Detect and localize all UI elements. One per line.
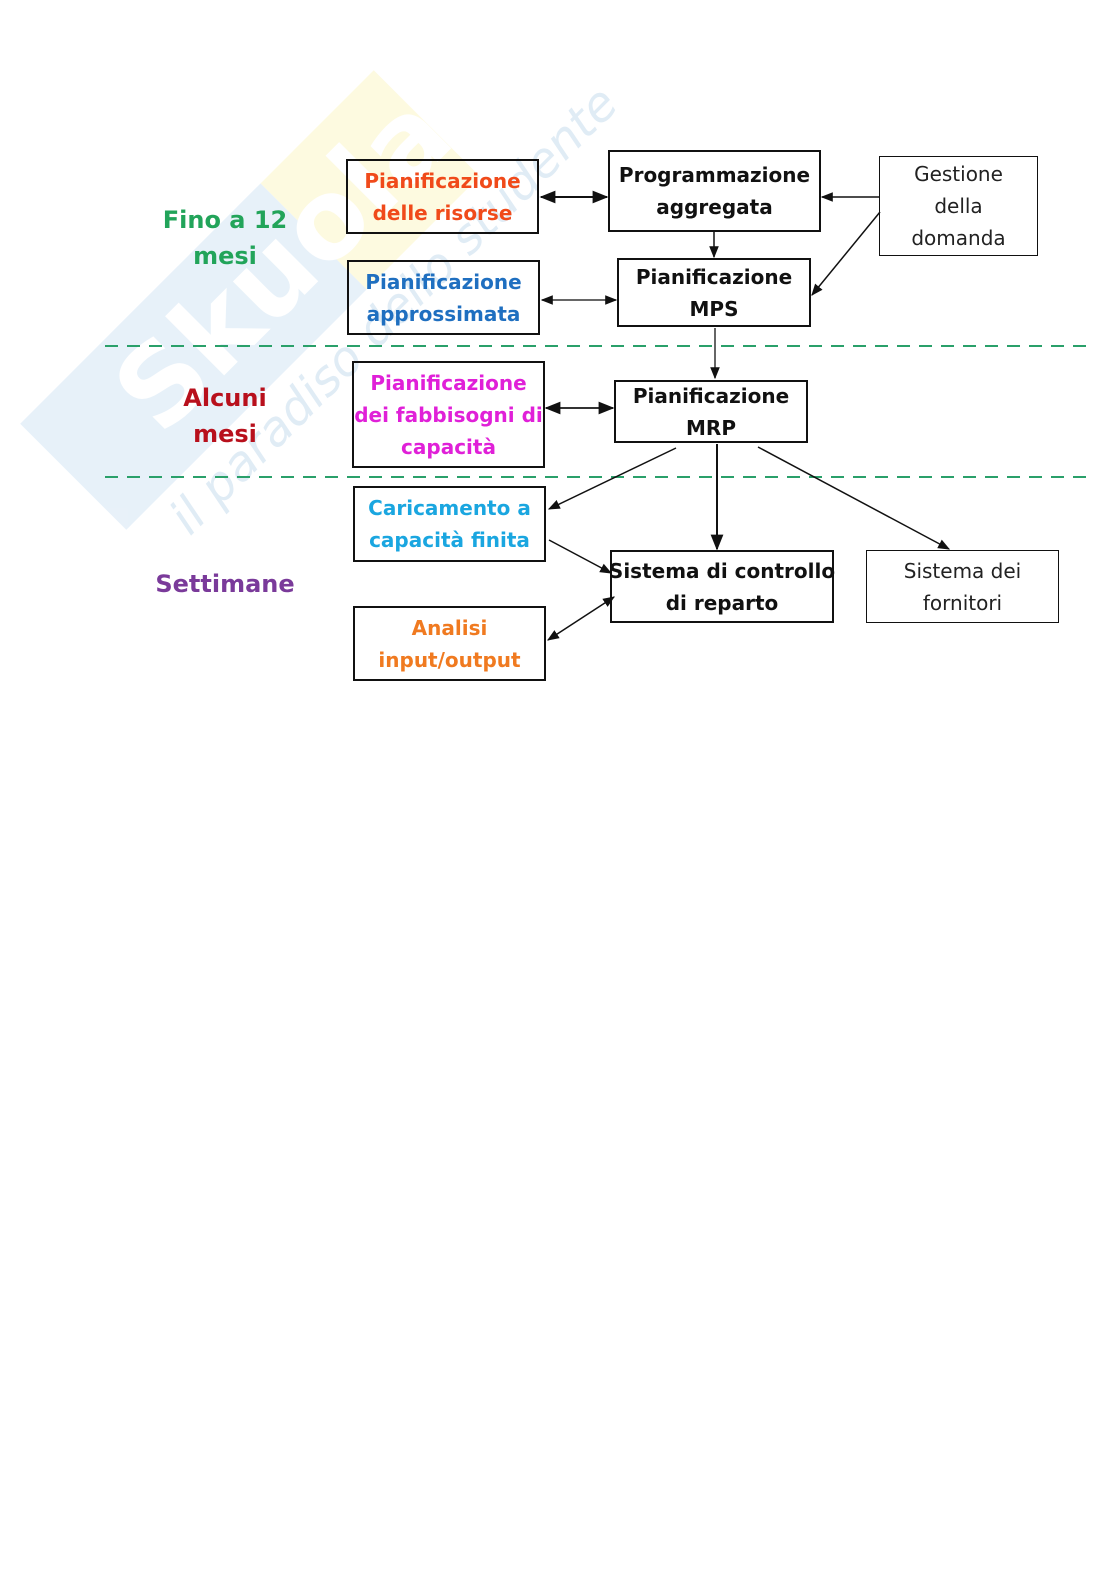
box-caricamento-capacita-line-1: Caricamento a bbox=[368, 496, 531, 520]
box-pianificazione-risorse: Pianificazione delle risorse bbox=[346, 159, 539, 234]
box-analisi-io-line-1: Analisi bbox=[411, 615, 488, 640]
box-sistema-controllo-line-1: Sistema di controllo bbox=[608, 558, 836, 583]
box-pianificazione-fabbisogni-line-1: Pianificazione bbox=[370, 370, 527, 395]
box-pianificazione-mps-line-1: Pianificazione bbox=[635, 264, 793, 289]
box-gestione-domanda-line-1: Gestione bbox=[914, 162, 1003, 186]
box-programmazione-aggregata-line-1: Programmazione bbox=[618, 163, 811, 187]
box-pianificazione-fabbisogni-line-2: dei fabbisogni di bbox=[354, 402, 543, 427]
box-pianificazione-mrp-line-2: MRP bbox=[686, 415, 736, 440]
box-programmazione-aggregata-line-2: aggregata bbox=[656, 195, 773, 219]
horizon-long: Fino a 12 mesi bbox=[150, 202, 300, 274]
box-pianificazione-mps-line-2: MPS bbox=[689, 296, 739, 321]
box-sistema-fornitori-line-2: fornitori bbox=[922, 590, 1003, 615]
horizon-short: Settimane bbox=[140, 566, 310, 602]
horizon-long-line1: Fino a 12 bbox=[162, 206, 288, 234]
box-pianificazione-risorse-line-1: Pianificazione bbox=[364, 168, 521, 193]
connector-analisi-controllo bbox=[546, 596, 616, 641]
box-programmazione-aggregata: Programmazione aggregata bbox=[608, 150, 821, 232]
box-caricamento-capacita: Caricamento a capacità finita bbox=[353, 486, 546, 562]
horizon-medium: Alcuni mesi bbox=[150, 380, 300, 452]
box-pianificazione-fabbisogni-line-3: capacità bbox=[401, 434, 496, 459]
connector-mrp-fornitori bbox=[757, 446, 951, 550]
box-pianificazione-approssimata: Pianificazione approssimata bbox=[347, 260, 540, 335]
box-sistema-fornitori: Sistema dei fornitori bbox=[866, 550, 1059, 623]
box-sistema-controllo-line-2: di reparto bbox=[665, 590, 779, 615]
box-gestione-domanda-line-2: della bbox=[934, 194, 983, 218]
horizon-medium-line2: mesi bbox=[193, 420, 257, 448]
connector-domanda-mps bbox=[811, 211, 881, 296]
connector-caricamento-controllo bbox=[548, 539, 613, 574]
box-analisi-io-line-2: input/output bbox=[378, 647, 521, 672]
connector-mrp-caricamento bbox=[547, 447, 677, 510]
box-pianificazione-approssimata-line-2: approssimata bbox=[366, 301, 521, 326]
box-sistema-controllo: Sistema di controllo di reparto bbox=[608, 550, 836, 623]
horizon-short-line1: Settimane bbox=[155, 570, 295, 598]
horizon-long-line2: mesi bbox=[193, 242, 257, 270]
box-pianificazione-approssimata-line-1: Pianificazione bbox=[365, 269, 522, 294]
box-gestione-domanda: Gestione della domanda bbox=[879, 156, 1038, 256]
connectors-layer bbox=[105, 190, 1095, 641]
horizon-medium-line1: Alcuni bbox=[183, 384, 267, 412]
box-pianificazione-mrp-line-1: Pianificazione bbox=[632, 383, 790, 408]
box-gestione-domanda-line-3: domanda bbox=[911, 226, 1006, 250]
box-pianificazione-risorse-line-2: delle risorse bbox=[372, 200, 513, 225]
box-caricamento-capacita-line-2: capacità finita bbox=[369, 528, 530, 552]
box-analisi-io: Analisi input/output bbox=[353, 606, 546, 681]
box-pianificazione-fabbisogni: Pianificazione dei fabbisogni di capacità bbox=[352, 361, 545, 468]
box-sistema-fornitori-line-1: Sistema dei bbox=[903, 558, 1022, 583]
